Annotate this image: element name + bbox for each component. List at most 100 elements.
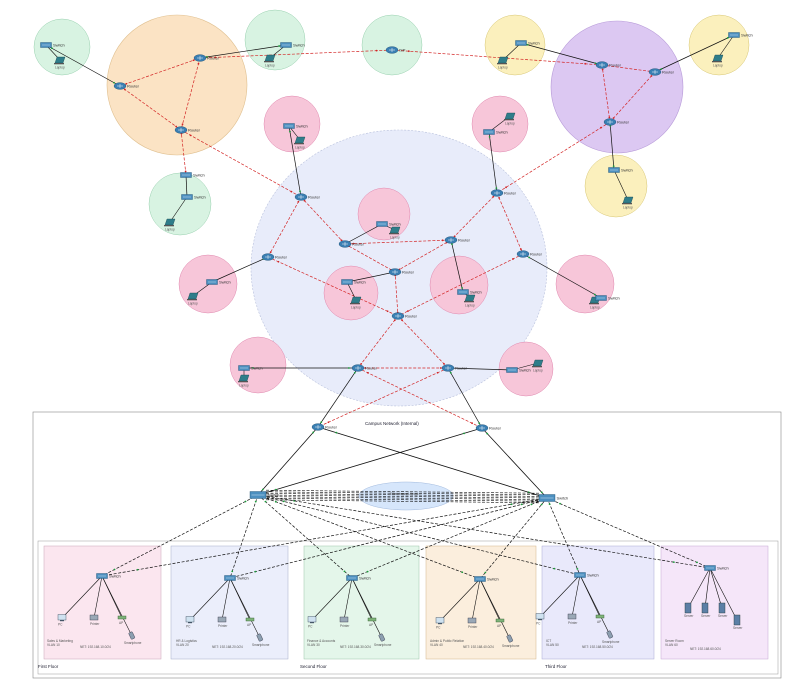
smartphone-icon xyxy=(256,633,264,642)
router-wR2[interactable]: Router xyxy=(193,54,220,62)
router-cJ[interactable]: Router xyxy=(441,364,468,372)
switch-g2[interactable]: Switch xyxy=(280,42,305,48)
site-laptop-6[interactable]: Laptop xyxy=(712,54,724,68)
switch-a4[interactable]: Switch xyxy=(474,576,499,582)
link-endpoint xyxy=(303,199,306,202)
site-laptop-4[interactable]: Laptop xyxy=(164,218,176,232)
switch-g4[interactable]: Switch xyxy=(181,194,206,200)
switch-y3[interactable]: Switch xyxy=(608,167,633,173)
router-cF[interactable]: Router xyxy=(516,250,543,258)
router-dA[interactable]: Router xyxy=(311,423,338,431)
router-cI[interactable]: Router xyxy=(351,364,378,372)
switch-a5[interactable]: Switch xyxy=(574,572,599,578)
dept-2-pc-1[interactable]: PC xyxy=(185,616,195,629)
dept-2-ap-3[interactable]: AP xyxy=(245,617,255,627)
dept-5-ap-3-label: AP xyxy=(597,620,601,624)
dept-3-printer-2[interactable]: Printer xyxy=(339,616,350,628)
dept-6-server-3[interactable]: Server xyxy=(718,602,728,618)
router-isp[interactable]: ISP xyxy=(385,46,406,54)
switch-p8[interactable]: Switch xyxy=(238,365,263,371)
dept-5-pc-1[interactable]: PC xyxy=(535,613,545,626)
site-laptop-12[interactable]: Laptop xyxy=(350,296,362,310)
switch-g1[interactable]: Switch xyxy=(40,42,65,48)
site-laptop-7[interactable]: Laptop xyxy=(622,196,634,210)
dept-6-server-2[interactable]: Server xyxy=(701,602,711,618)
switch-p9[interactable]: Switch xyxy=(506,367,531,373)
dept-1-printer-2[interactable]: Printer xyxy=(89,614,100,626)
site-laptop-10[interactable]: Laptop xyxy=(389,226,401,240)
dept-3-pc-1[interactable]: PC xyxy=(307,616,317,629)
dept-2-name: HR & Logistics xyxy=(176,639,197,643)
switch-sA[interactable]: Switch xyxy=(249,491,279,499)
site-laptop-5[interactable]: Laptop xyxy=(497,56,509,70)
switch-p4[interactable]: Switch xyxy=(206,279,231,285)
dept-1-ap-3[interactable]: AP xyxy=(117,615,127,625)
laptop-icon xyxy=(164,218,176,226)
switch-label: Switch xyxy=(251,366,263,371)
link-cC-cG xyxy=(344,243,396,273)
link-endpoint xyxy=(175,125,178,128)
switch-a3[interactable]: Switch xyxy=(346,575,371,581)
router-eR1[interactable]: Router xyxy=(595,61,622,69)
switch-y2[interactable]: Switch xyxy=(728,32,753,38)
switch-a2[interactable]: Switch xyxy=(224,575,249,581)
switch-a6[interactable]: Switch xyxy=(704,565,729,571)
site-laptop-2[interactable]: Laptop xyxy=(264,54,276,68)
router-eR3[interactable]: Router xyxy=(603,118,630,126)
dept-1-pc-1[interactable]: PC xyxy=(57,614,67,627)
dept-4-ap-3[interactable]: AP xyxy=(495,618,505,628)
dept-2-printer-2[interactable]: Printer xyxy=(217,616,228,628)
green-site-4 xyxy=(148,172,212,236)
dept-6-server-4[interactable]: Server xyxy=(733,614,743,630)
switch-sB[interactable]: Switch xyxy=(538,494,568,502)
dept-5-ap-3[interactable]: AP xyxy=(595,614,605,624)
switch-label: Switch xyxy=(193,173,205,178)
router-cH[interactable]: Router xyxy=(391,312,418,320)
switch-p6[interactable]: Switch xyxy=(457,289,482,295)
dept-5-printer-2[interactable]: Printer xyxy=(567,613,578,625)
link-wR3-wS1 xyxy=(180,129,187,176)
router-wR3[interactable]: Router xyxy=(174,126,201,134)
router-cD[interactable]: Router xyxy=(444,236,471,244)
router-cA[interactable]: Router xyxy=(294,193,321,201)
dept-3-ap-3[interactable]: AP xyxy=(367,617,377,627)
monitor-icon xyxy=(185,616,195,623)
switch-a1[interactable]: Switch xyxy=(96,573,121,579)
switch-p3[interactable]: Switch xyxy=(376,221,401,227)
site-laptop-11[interactable]: Laptop xyxy=(187,292,199,306)
switch-p7[interactable]: Switch xyxy=(595,295,620,301)
dept-4-printer-2[interactable]: Printer xyxy=(467,617,478,629)
link-endpoint xyxy=(407,50,410,53)
router-cB[interactable]: Router xyxy=(490,189,517,197)
switch-p1[interactable]: Switch xyxy=(283,123,308,129)
site-laptop-9[interactable]: Laptop xyxy=(504,112,516,126)
switch-y1[interactable]: Switch xyxy=(515,40,540,46)
site-laptop-16[interactable]: Laptop xyxy=(532,359,544,373)
router-eR2[interactable]: Router xyxy=(648,68,675,76)
switch-p2[interactable]: Switch xyxy=(483,129,508,135)
dept-4-pc-1[interactable]: PC xyxy=(435,617,445,630)
site-laptop-8[interactable]: Laptop xyxy=(294,136,306,150)
site-laptop-13[interactable]: Laptop xyxy=(464,294,476,308)
router-dB[interactable]: Router xyxy=(475,424,502,432)
router-label: Router xyxy=(325,425,338,430)
dept-2-phone-4[interactable]: Smartphone xyxy=(252,633,270,647)
dept-3-phone-4[interactable]: Smartphone xyxy=(374,633,392,647)
dept-4-phone-4[interactable]: Smartphone xyxy=(502,634,520,648)
link-endpoint xyxy=(593,293,596,296)
link-endpoint xyxy=(327,421,330,424)
switch-p5[interactable]: Switch xyxy=(341,279,366,285)
link-endpoint xyxy=(505,186,507,189)
router-cG[interactable]: Router xyxy=(388,268,415,276)
router-cE[interactable]: Router xyxy=(261,253,288,261)
dept-5-phone-4[interactable]: Smartphone xyxy=(602,630,620,644)
dept-1-phone-4[interactable]: Smartphone xyxy=(124,631,142,645)
router-cC[interactable]: Router xyxy=(338,240,365,248)
link-endpoint xyxy=(254,500,257,503)
router-wR1[interactable]: Router xyxy=(113,82,140,90)
site-laptop-1[interactable]: Laptop xyxy=(54,56,66,70)
site-laptop-15[interactable]: Laptop xyxy=(238,374,250,388)
dept-6-server-1[interactable]: Server xyxy=(684,602,694,618)
switch-wS1[interactable]: Switch xyxy=(180,172,205,178)
etherchannel-link xyxy=(265,496,540,500)
